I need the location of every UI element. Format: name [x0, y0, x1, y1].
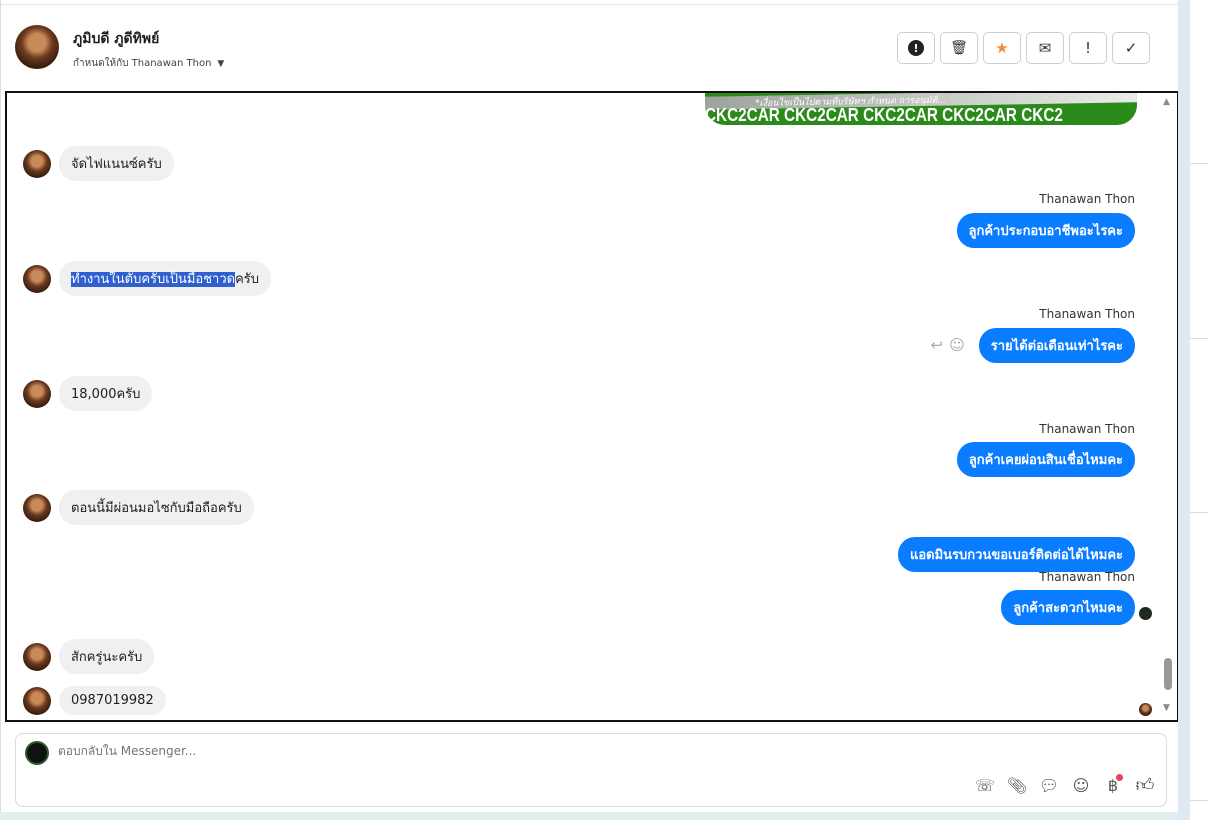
avatar [23, 493, 51, 522]
avatar [23, 264, 51, 293]
message-bubble[interactable]: ลูกค้าประกอบอาชีพอะไรคะ [956, 213, 1135, 248]
avatar [23, 642, 51, 671]
divider [1190, 338, 1208, 339]
message-incoming: 18,000ครับ [23, 376, 153, 411]
star-icon: ★ [995, 39, 1009, 57]
scroll-up-arrow[interactable]: ▲ [1163, 97, 1170, 107]
star-button[interactable]: ★ [983, 32, 1021, 64]
avatar [23, 149, 51, 178]
caret-down-icon: ▼ [217, 58, 225, 69]
message-bubble[interactable]: จัดไฟแนนซ์ครับ [59, 146, 174, 181]
message-bubble[interactable]: ลูกค้าสะดวกไหมคะ [1001, 590, 1135, 625]
message-bubble[interactable]: ลูกค้าเคยผ่อนสินเชื่อไหมคะ [956, 442, 1135, 477]
seen-avatar [1139, 703, 1152, 716]
react-emoji-icon[interactable]: ☺ [949, 336, 965, 354]
scroll-down-arrow[interactable]: ▼ [1163, 703, 1170, 713]
message-bubble[interactable]: 0987019982 [59, 686, 166, 715]
message-incoming: สักครู่นะครับ [23, 639, 155, 674]
contact-name: ภูมิบดี ภูดีทิพย์ [73, 31, 160, 47]
sender-name: Thanawan Thon [1039, 422, 1135, 436]
message-incoming: จัดไฟแนนซ์ครับ [23, 146, 174, 181]
message-incoming: ทำงานในตับครับเป็นมือชาวดครับ [23, 261, 272, 296]
trash-icon: 🗑 [950, 40, 968, 56]
composer: ☏ 📎︎ 💬︎ ☺ ฿ 👍︎ [15, 733, 1167, 807]
sidebar-gutter [1178, 0, 1190, 820]
bottom-strip [0, 812, 1178, 820]
message-bubble[interactable]: แอดมินรบกวนขอเบอร์ติดต่อได้ไหมคะ [897, 537, 1135, 572]
sender-name: Thanawan Thon [1039, 192, 1135, 206]
follow-up-button[interactable]: ! [1069, 32, 1107, 64]
banner-brand: CKC2CAR CKC2CAR CKC2CAR CKC2CAR CKC2 [705, 105, 1063, 125]
assign-dropdown[interactable]: กำหนดให้กับ Thanawan Thon ▼ [73, 56, 224, 71]
exclamation-icon: ! [1084, 39, 1091, 57]
reply-icon[interactable]: ↩ [930, 336, 944, 354]
mark-done-button[interactable]: ✓ [1112, 32, 1150, 64]
saved-replies-icon[interactable]: 💬︎ [1038, 775, 1060, 795]
divider [1190, 800, 1208, 801]
avatar [23, 379, 51, 408]
selected-text: ทำงานในตับครับเป็นมือชาวด [71, 272, 236, 287]
delete-button[interactable]: 🗑 [940, 32, 978, 64]
message-outgoing-row: ↩ ☺ รายได้ต่อเดือนเท่าไรคะ [931, 328, 1135, 363]
mark-unread-button[interactable]: ✉ [1026, 32, 1064, 64]
attachment-icon[interactable]: 📎︎ [1006, 775, 1028, 795]
message-bubble[interactable]: สักครู่นะครับ [59, 639, 155, 674]
scrollbar[interactable]: ▲ ▼ [1161, 93, 1175, 720]
mail-icon: ✉ [1038, 39, 1052, 57]
mark-spam-button[interactable]: ! [897, 32, 935, 64]
message-bubble[interactable]: ตอนนี้มีผ่อนมอไซกับมือถือครับ [59, 490, 254, 525]
details-panel [1190, 0, 1208, 820]
divider [1, 4, 1179, 5]
reply-input[interactable] [58, 744, 958, 758]
alert-circle-icon: ! [908, 40, 924, 56]
scroll-thumb[interactable] [1164, 658, 1172, 690]
payment-icon[interactable]: ฿ [1102, 774, 1124, 796]
message-bubble[interactable]: 18,000ครับ [59, 376, 153, 411]
sender-name: Thanawan Thon [1039, 307, 1135, 321]
page-avatar [25, 741, 49, 765]
divider [1190, 163, 1208, 164]
message-bubble[interactable]: รายได้ต่อเดือนเท่าไรคะ [978, 328, 1135, 363]
contact-avatar[interactable] [15, 25, 59, 69]
notification-dot [1116, 774, 1123, 781]
avatar [23, 686, 51, 715]
check-icon: ✓ [1124, 39, 1138, 57]
message-text: ครับ [235, 272, 260, 287]
seen-avatar [1139, 607, 1152, 620]
emoji-icon[interactable]: ☺ [1072, 775, 1090, 795]
image-attachment[interactable]: *เงื่อนไขเป็นไปตามที่บริษัทฯ กำหนด การอน… [705, 93, 1137, 125]
message-incoming: 0987019982 [23, 686, 166, 715]
thumbs-up-icon[interactable]: 👍︎ [1135, 775, 1155, 796]
assigned-label: กำหนดให้กับ Thanawan Thon [73, 58, 212, 69]
call-add-icon[interactable]: ☏ [974, 775, 995, 795]
message-thread[interactable]: *เงื่อนไขเป็นไปตามที่บริษัทฯ กำหนด การอน… [5, 91, 1179, 722]
divider [1190, 512, 1208, 513]
message-incoming: ตอนนี้มีผ่อนมอไซกับมือถือครับ [23, 490, 254, 525]
conversation-panel: ภูมิบดี ภูดีทิพย์ กำหนดให้กับ Thanawan T… [0, 0, 1179, 820]
message-bubble[interactable]: ทำงานในตับครับเป็นมือชาวดครับ [59, 261, 272, 296]
sender-name: Thanawan Thon [1039, 570, 1135, 584]
